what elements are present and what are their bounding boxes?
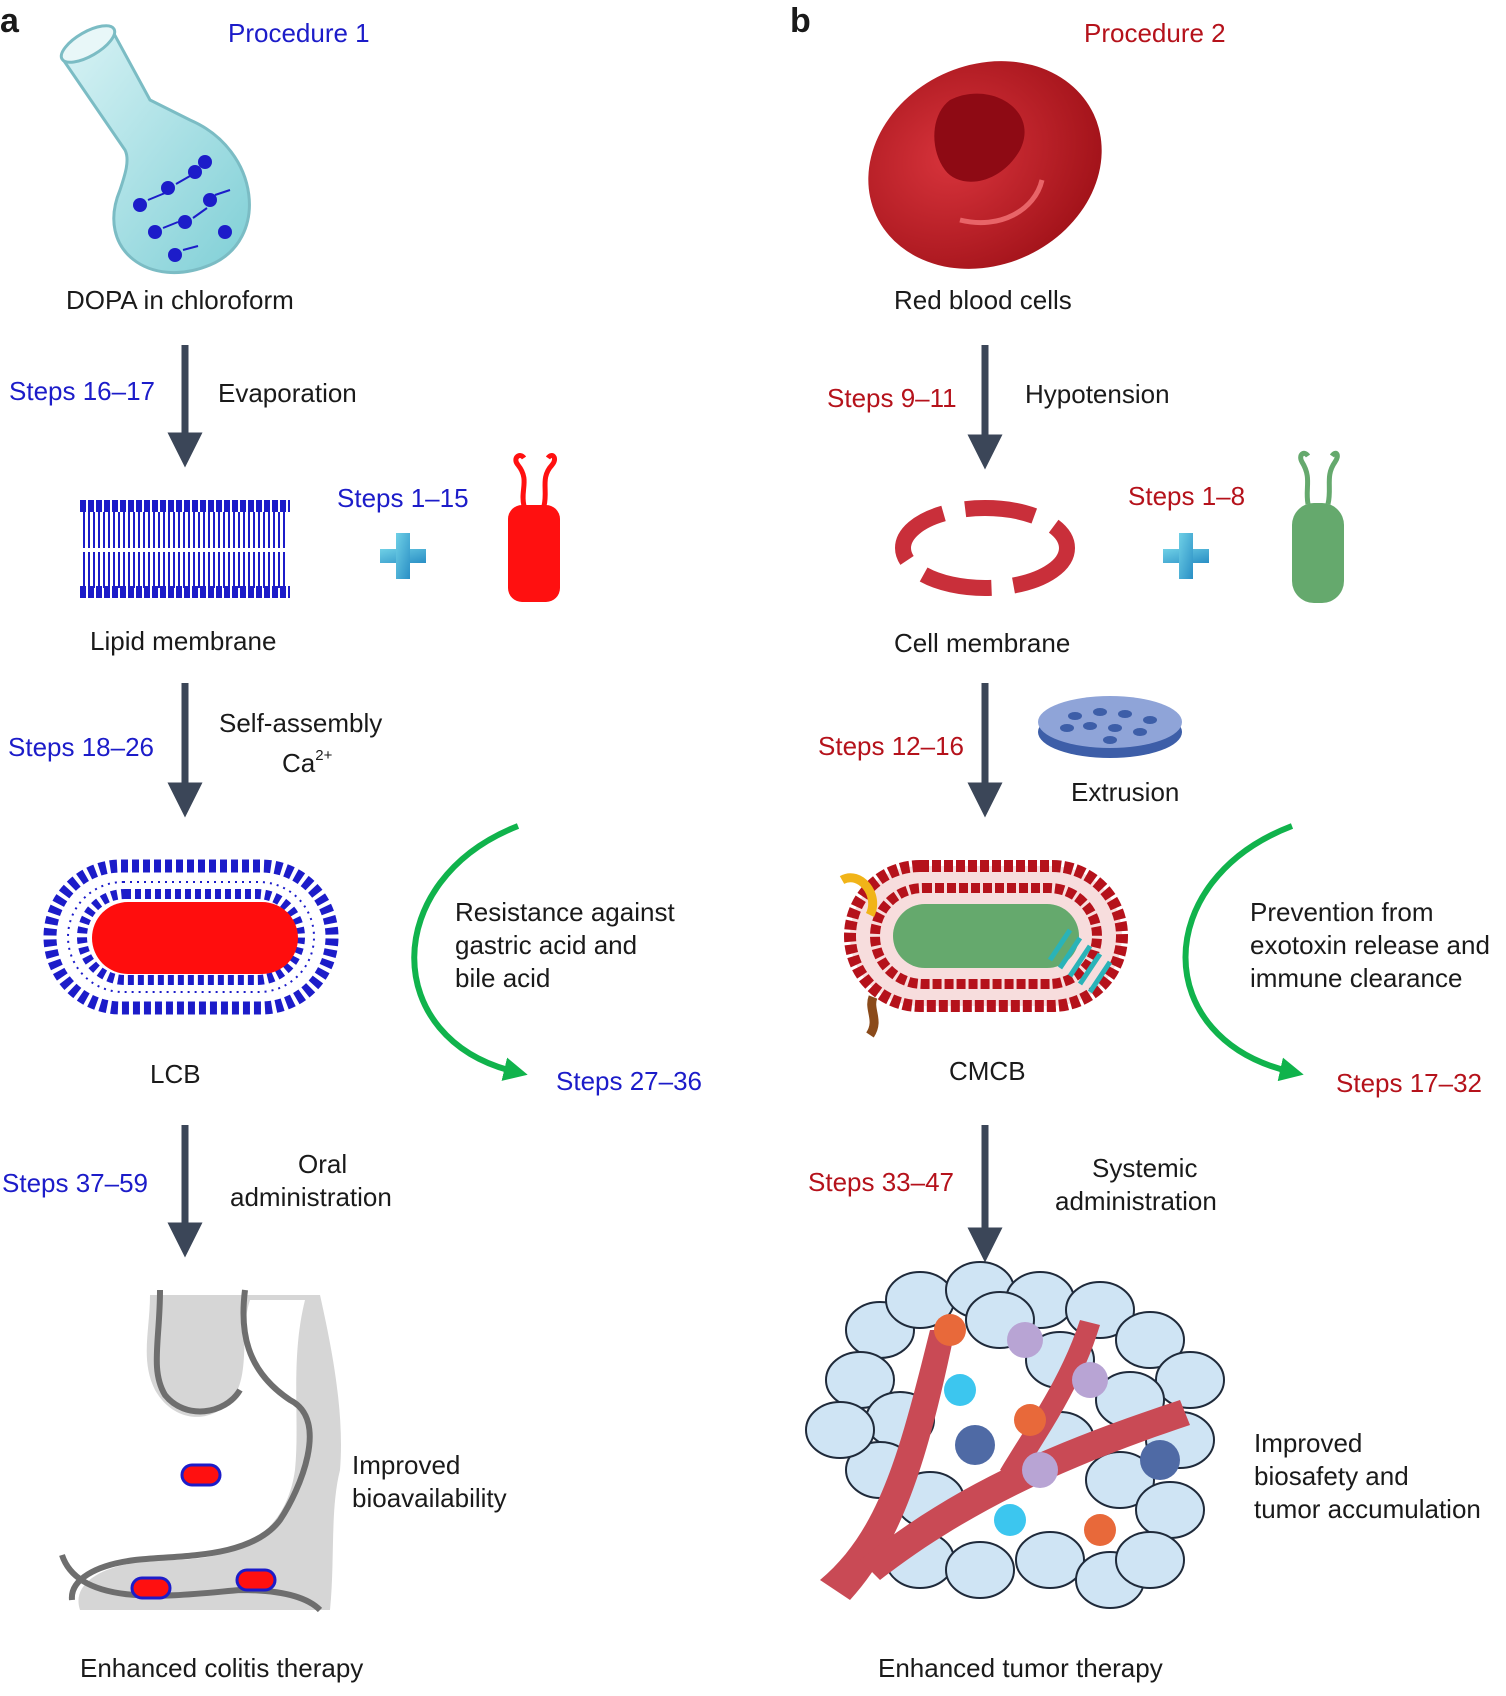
red-blood-cell-icon — [868, 61, 1102, 269]
panel-a-label: a — [0, 2, 19, 40]
improved-biosafety-line-3: tumor accumulation — [1254, 1494, 1481, 1524]
steps-16-17: Steps 16–17 — [9, 376, 156, 406]
red-blood-cells-label: Red blood cells — [894, 285, 1072, 315]
bacterium-green-icon — [1292, 450, 1344, 603]
tumor-therapy-label: Enhanced tumor therapy — [878, 1653, 1163, 1683]
prevention-line-1: Prevention from — [1250, 897, 1434, 927]
extrusion-membrane-icon — [1038, 696, 1182, 758]
steps-17-32: Steps 17–32 — [1336, 1068, 1483, 1098]
steps-27-36: Steps 27–36 — [556, 1066, 703, 1096]
hypotension-label: Hypotension — [1025, 379, 1170, 409]
plus-icon-b — [1163, 533, 1209, 579]
improved-bioavailability-line-1: Improved — [352, 1450, 461, 1480]
procedure-2-title: Procedure 2 — [1084, 18, 1226, 48]
steps-9-11: Steps 9–11 — [827, 383, 957, 413]
cmcb-label: CMCB — [949, 1056, 1026, 1086]
lipid-membrane-label: Lipid membrane — [90, 626, 277, 656]
cell-membrane-label: Cell membrane — [894, 628, 1071, 658]
curve-arrow-b — [1182, 823, 1304, 1082]
systemic-label: Systemic — [1092, 1153, 1198, 1183]
dopa-label: DOPA in chloroform — [66, 285, 294, 315]
steps-18-26: Steps 18–26 — [8, 732, 155, 762]
improved-biosafety-line-1: Improved — [1254, 1428, 1363, 1458]
calcium-charge: 2+ — [315, 747, 333, 764]
steps-1-15: Steps 1–15 — [337, 483, 469, 513]
improved-bioavailability-line-2: bioavailability — [352, 1483, 507, 1513]
self-assembly-label: Self-assembly — [219, 708, 383, 738]
lcb-label: LCB — [150, 1059, 201, 1089]
steps-33-47: Steps 33–47 — [808, 1167, 955, 1197]
calcium-label: Ca2+ — [282, 740, 332, 779]
procedure-1-title: Procedure 1 — [228, 18, 370, 48]
tumor-icon — [805, 1261, 1225, 1609]
plus-icon-a — [380, 533, 426, 579]
curve-arrow-a — [411, 823, 528, 1081]
steps-37-59: Steps 37–59 — [2, 1168, 149, 1198]
improved-biosafety-line-2: biosafety and — [1254, 1461, 1409, 1491]
resistance-line-2: gastric acid and — [455, 930, 638, 960]
steps-12-16: Steps 12–16 — [818, 731, 965, 761]
bacterium-red-icon — [508, 453, 560, 602]
steps-1-8: Steps 1–8 — [1128, 481, 1246, 511]
lipid-bilayer-icon — [80, 500, 290, 598]
lcb-icon — [43, 859, 339, 1015]
resistance-line-1: Resistance against — [455, 897, 675, 927]
prevention-line-3: immune clearance — [1250, 963, 1463, 993]
administration-a-label: administration — [230, 1182, 392, 1212]
panel-b-label: b — [790, 2, 811, 40]
prevention-line-2: exotoxin release and — [1250, 930, 1490, 960]
cell-membrane-icon — [895, 500, 1075, 596]
extrusion-label: Extrusion — [1071, 777, 1180, 807]
administration-b-label: administration — [1055, 1186, 1217, 1216]
calcium-symbol: Ca — [282, 748, 316, 778]
colitis-therapy-label: Enhanced colitis therapy — [80, 1653, 364, 1683]
flask-icon — [59, 24, 251, 275]
cmcb-icon — [839, 860, 1128, 1038]
resistance-line-3: bile acid — [455, 963, 551, 993]
oral-label: Oral — [298, 1149, 348, 1179]
evaporation-label: Evaporation — [218, 378, 357, 408]
stomach-icon — [59, 1289, 341, 1613]
